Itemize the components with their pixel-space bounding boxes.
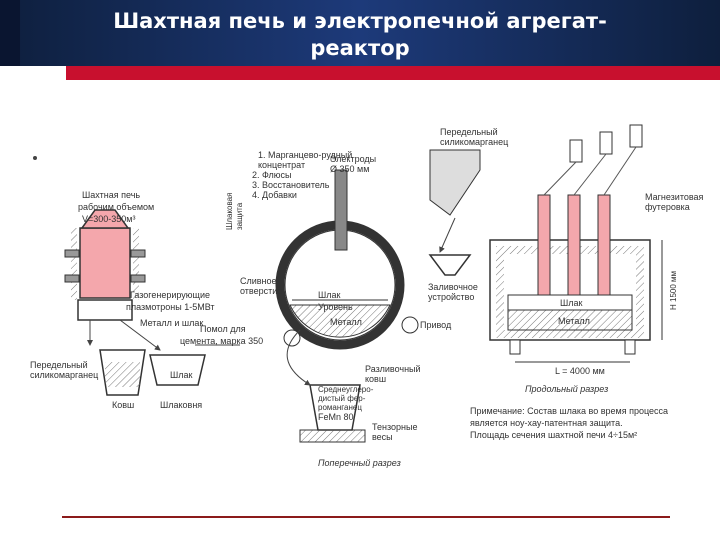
shaft-label-1: Шахтная печь: [82, 190, 140, 200]
longitudinal-section: [489, 124, 663, 363]
furnace-top: [80, 209, 130, 229]
metal-label-right: Металл: [558, 316, 590, 326]
pouring-label-1: Заливочное: [428, 282, 478, 292]
note-line-1: Примечание: Состав шлака во время процес…: [470, 406, 668, 416]
slag-level-label: Уровень: [318, 302, 353, 312]
plasma-label-1: Газогенерирующие: [130, 290, 210, 300]
title-accent: [0, 0, 20, 66]
electrodes-size: Ø 350 мм: [330, 164, 369, 174]
overflow-label-2: отверстие: [240, 286, 282, 296]
femn-label: FeMn 80: [318, 412, 354, 422]
electrode: [334, 169, 348, 251]
ladle-fill: [105, 362, 140, 387]
drive-label: Привод: [420, 320, 452, 330]
pouring-label-2: устройство: [428, 292, 474, 302]
title-line-1: Шахтная печь и электропечной агрегат-: [113, 9, 607, 33]
refined-top-1: Передельный: [440, 127, 498, 137]
plasmatron-left-2: [64, 274, 80, 283]
note-line-3: Площадь сечения шахтной печи 4÷15м²: [470, 430, 637, 440]
slag-label-center: Шлак: [318, 290, 341, 300]
plasmatron-right-1: [130, 249, 146, 258]
magnesite-label-2: футеровка: [645, 202, 690, 212]
cement-label-1: Помол для: [200, 324, 246, 334]
title-line-2: реактор: [310, 36, 410, 60]
electrode-3: [597, 194, 611, 296]
protection-label-1: Шлаковая: [225, 193, 234, 230]
tensor-scales: [299, 429, 366, 443]
title-bar: Шахтная печь и электропечной агрегат- ре…: [0, 0, 720, 66]
slag-pot: [149, 354, 206, 386]
longitudinal-caption: Продольный разрез: [525, 384, 608, 394]
scales-label-2: весы: [372, 432, 393, 442]
furnace-charge-body: [79, 227, 131, 299]
charge-1: 1. Марганцево-рудный: [258, 150, 352, 160]
protection-label-2: защита: [235, 202, 244, 230]
cement-label-2: цемента, марка 350: [180, 336, 263, 346]
magnesite-label-1: Магнезитовая: [645, 192, 704, 202]
slag-label-right: Шлак: [560, 298, 583, 308]
distributing-label-1: Разливочный: [365, 364, 421, 374]
refined-top-2: силикомарганец: [440, 137, 508, 147]
pouring-device: [428, 254, 472, 276]
bottom-divider: [62, 516, 670, 518]
furnace-hearth: [77, 299, 133, 321]
refined-chute: [429, 149, 481, 216]
plasma-label-2: плазмотроны 1-5МВт: [126, 302, 215, 312]
charge-4: 3. Восстановитель: [252, 180, 330, 190]
title-red-strip: [66, 66, 720, 80]
shaft-label-2: рабочим объемом: [78, 202, 154, 212]
electric-reactor: [275, 149, 481, 443]
overflow-label-1: Сливное: [240, 276, 277, 286]
mix-label-2: дистый фер-: [318, 394, 366, 403]
cross-section-caption: Поперечный разрез: [318, 458, 401, 468]
refined-label-2: силикомарганец: [30, 370, 98, 380]
electrodes-label: Электроды: [330, 154, 376, 164]
charge-5: 4. Добавки: [252, 190, 297, 200]
electrode-1: [537, 194, 551, 296]
note-line-2: является ноу-хау-патентная защита.: [470, 418, 623, 428]
distributing-label-2: ковш: [365, 374, 386, 384]
charge-2: концентрат: [258, 160, 305, 170]
plasmatron-left-1: [64, 249, 80, 258]
charge-3: 2. Флюсы: [252, 170, 292, 180]
slag-label-left: Шлак: [170, 370, 193, 380]
metal-slag-label: Металл и шлак: [140, 318, 203, 328]
metal-label-center: Металл: [330, 317, 362, 327]
mix-label-1: Среднеуглеро-: [318, 385, 374, 394]
shaft-furnace: [33, 156, 240, 396]
electrode-2: [567, 194, 581, 296]
height-label: Н 1500 мм: [669, 271, 678, 310]
scales-label-1: Тензорные: [372, 422, 417, 432]
refined-label-1: Передельный: [30, 360, 88, 370]
ladle-label: Ковш: [112, 400, 134, 410]
shaft-label-3: V=300-350м³: [82, 214, 135, 224]
length-label: L = 4000 мм: [555, 366, 605, 376]
slag-pot-label: Шлаковня: [160, 400, 202, 410]
slide-title: Шахтная печь и электропечной агрегат- ре…: [0, 8, 720, 62]
plasmatron-right-2: [130, 274, 146, 283]
mix-label-3: романганец: [318, 403, 362, 412]
